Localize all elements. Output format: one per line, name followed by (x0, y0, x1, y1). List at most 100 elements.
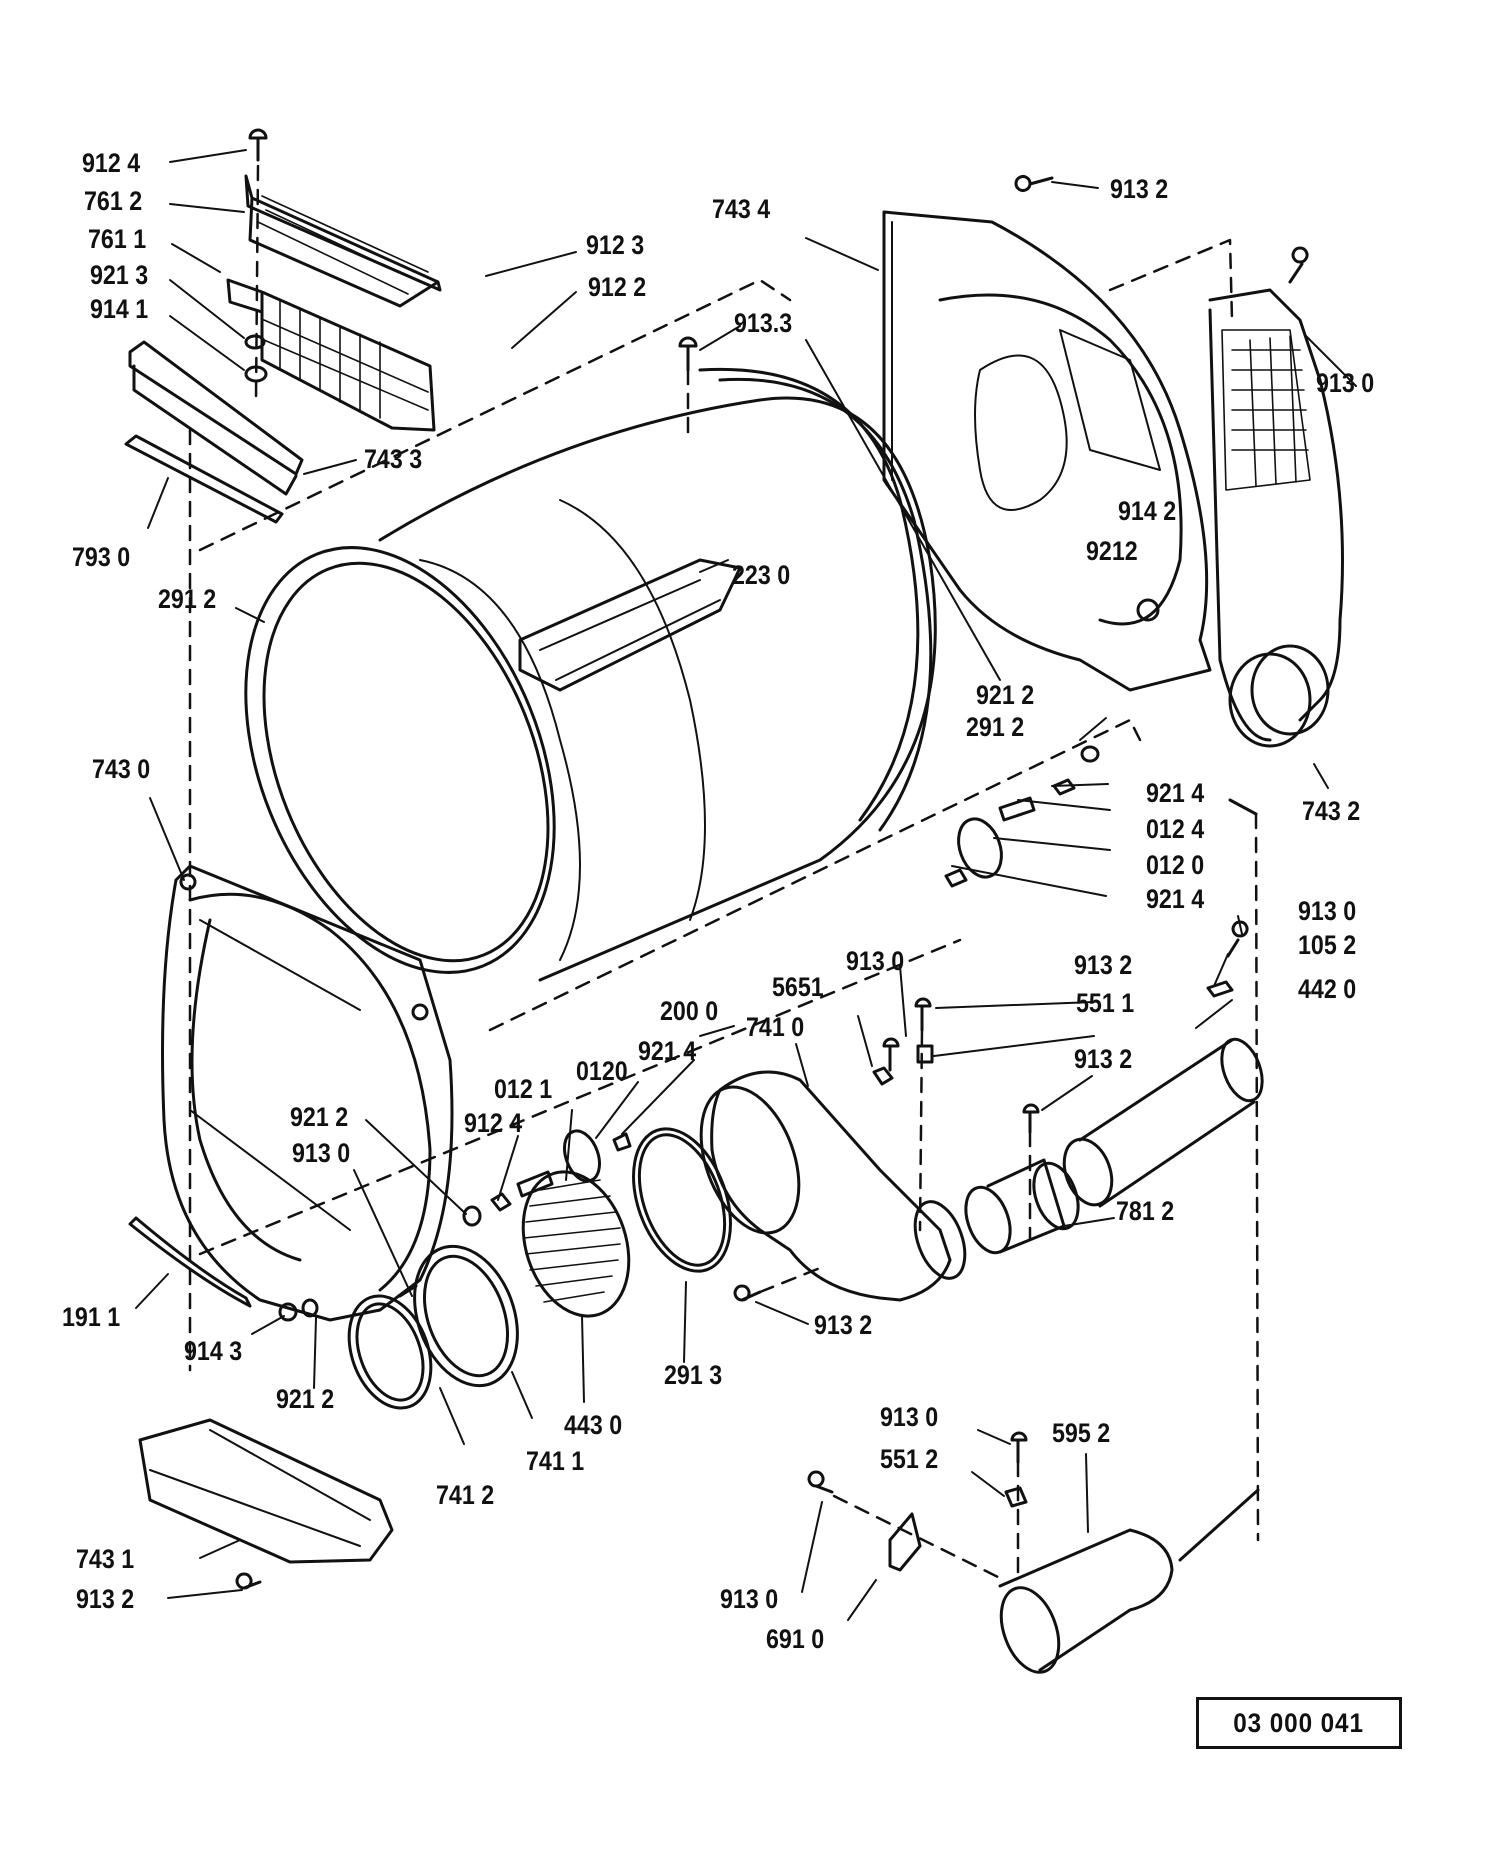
lint-filter-body-7611 (226, 278, 436, 432)
part-label: 913.3 (734, 308, 793, 338)
part-label: 761 1 (88, 224, 147, 254)
part-label: 551 2 (880, 1444, 939, 1474)
part-label: 921 4 (1146, 778, 1205, 808)
nut-9143 (278, 1302, 298, 1322)
drawing-reference-number: 03 000 041 (1233, 1707, 1365, 1738)
screw-9130-top (1288, 246, 1309, 284)
lifter-2230 (518, 558, 742, 692)
screw-9132-c (1022, 1103, 1040, 1134)
part-label: 012 0 (1146, 850, 1205, 880)
front-panel (128, 864, 454, 1322)
part-label: 743 0 (92, 754, 151, 784)
base-duct-7431 (138, 1418, 394, 1564)
clip-5512 (1004, 1486, 1028, 1508)
part-label: 921 2 (276, 1384, 335, 1414)
drum (198, 278, 1142, 1032)
part-label: 921 4 (638, 1036, 697, 1066)
part-label: 913 0 (1316, 368, 1375, 398)
part-label: 921 4 (1146, 884, 1205, 914)
part-label: 291 2 (158, 584, 217, 614)
seal-strip-7930 (124, 434, 284, 524)
rear-panel (882, 175, 1234, 692)
bracket-1052 (1206, 980, 1234, 998)
part-label: 743 4 (712, 194, 771, 224)
part-label: 223 0 (732, 560, 791, 590)
part-label: 914 3 (184, 1336, 243, 1366)
part-label: 105 2 (1298, 930, 1357, 960)
filter-guide-7433 (128, 340, 304, 496)
part-label: 5651 (772, 972, 824, 1002)
bearing-9142 (1136, 598, 1160, 622)
door-seal-1911 (128, 1216, 252, 1308)
part-label: 761 2 (84, 186, 143, 216)
part-label: 912 3 (586, 230, 645, 260)
part-label: 913 0 (846, 946, 905, 976)
rear-roller-group (944, 745, 1100, 888)
part-label: 793 0 (72, 542, 131, 572)
part-label: 443 0 (564, 1410, 623, 1440)
part-label: 914 1 (90, 294, 149, 324)
washer-9212 (301, 1298, 319, 1318)
screw-9130-bot2 (1010, 1431, 1028, 1464)
drum-front-seal-2912 (244, 546, 556, 974)
leader-lines (135, 149, 1357, 1621)
part-label: 913 0 (292, 1138, 351, 1168)
part-label: 691 0 (766, 1624, 825, 1654)
screw-9132-b (914, 997, 932, 1032)
capacitor-5952 (998, 1528, 1174, 1672)
part-label: 914 2 (1118, 496, 1177, 526)
part-label: 912 4 (82, 148, 141, 178)
part-label: 741 0 (746, 1012, 805, 1042)
part-label: 012 1 (494, 1074, 553, 1104)
rear-duct (1208, 246, 1344, 748)
part-label: 9212 (1086, 536, 1138, 566)
part-label: 913 0 (1298, 896, 1357, 926)
screw-9132-mid (733, 1284, 762, 1302)
bottom-components (138, 1418, 1260, 1674)
part-label: 913 0 (880, 1402, 939, 1432)
screw-9132-bot (235, 1572, 262, 1590)
blower-housing-group (347, 997, 967, 1410)
part-label: 191 1 (62, 1302, 121, 1332)
drawing-reference-box: 03 000 041 (1196, 1697, 1402, 1749)
roller-0120 (957, 817, 1003, 879)
part-label: 741 2 (436, 1480, 495, 1510)
exhaust-tube-4420 (1062, 1137, 1114, 1207)
screw-9132-top (1014, 175, 1054, 192)
screw-9130-mid (882, 1037, 900, 1072)
part-label: 913 2 (1110, 174, 1169, 204)
screw-9130-bot (807, 1470, 834, 1494)
part-label: 743 3 (364, 444, 423, 474)
part-label: 913 0 (720, 1584, 779, 1614)
blower-housing-7410 (710, 1070, 952, 1302)
part-label: 741 1 (526, 1446, 585, 1476)
washer-9213 (244, 334, 266, 350)
front-panel-7430 (161, 864, 454, 1322)
part-label: 912 4 (464, 1108, 523, 1138)
screw-9133 (678, 336, 698, 372)
part-label: 921 3 (90, 260, 149, 290)
part-label: 291 3 (664, 1360, 723, 1390)
part-label: 442 0 (1298, 974, 1357, 1004)
nut-9141 (244, 365, 268, 383)
part-label: 913 2 (1074, 950, 1133, 980)
part-label: 743 1 (76, 1544, 135, 1574)
lint-filter-top-7612 (244, 174, 442, 308)
part-label: 291 2 (966, 712, 1025, 742)
part-label: 595 2 (1052, 1418, 1111, 1448)
blower-ring-7411 (413, 1244, 519, 1388)
part-label: 921 2 (976, 680, 1035, 710)
part-label: 012 4 (1146, 814, 1205, 844)
part-label: 200 0 (660, 996, 719, 1026)
part-label: 921 2 (290, 1102, 349, 1132)
blower-seal-7412 (347, 1294, 433, 1410)
screw-9124 (248, 128, 268, 162)
part-label: 551 1 (1076, 988, 1135, 1018)
part-label: 743 2 (1302, 796, 1361, 826)
blower-wheel-4430 (521, 1170, 631, 1318)
part-label: 913 2 (1074, 1044, 1133, 1074)
part-label: 912 2 (588, 272, 647, 302)
exhaust-group (964, 798, 1264, 1542)
part-label: 913 2 (76, 1584, 135, 1614)
